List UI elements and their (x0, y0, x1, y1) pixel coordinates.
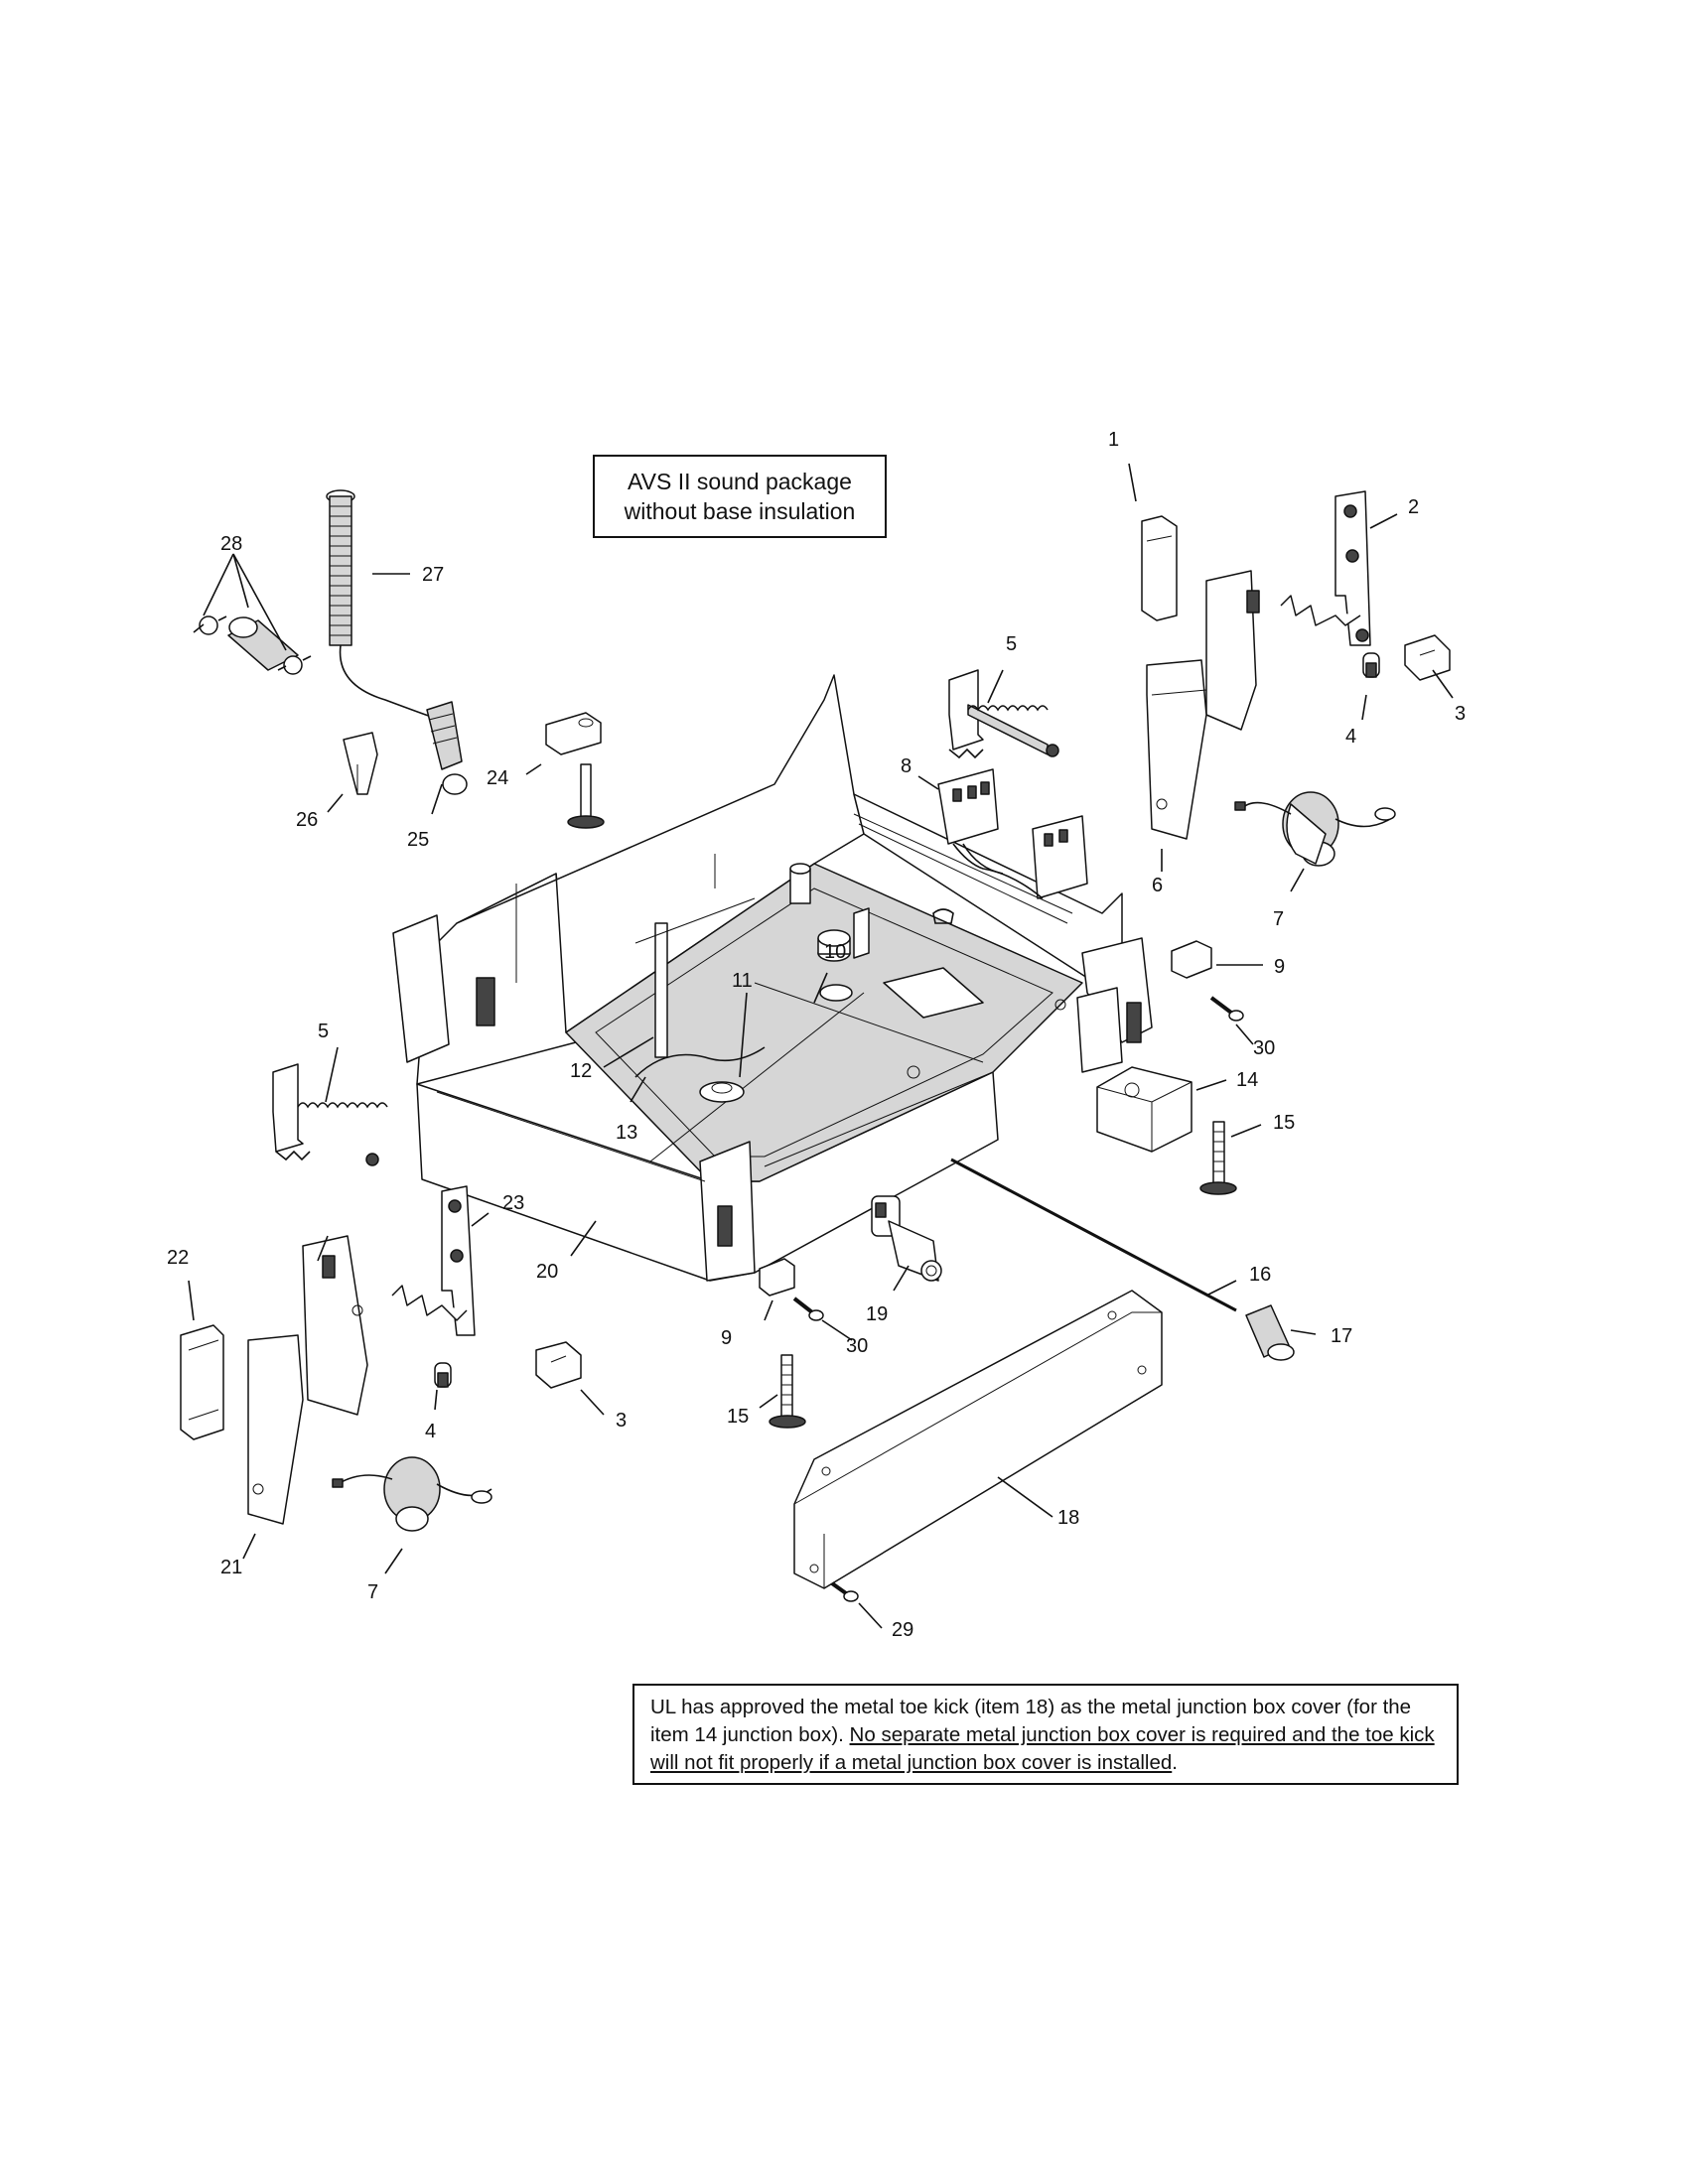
part-24-leveling-foot (545, 712, 605, 829)
part-9-clip-bottom (759, 1258, 795, 1297)
callout-8: 8 (901, 755, 912, 777)
part-7-switch-top (1234, 791, 1396, 867)
callout-28: 28 (220, 533, 242, 555)
callout-13: 13 (616, 1122, 637, 1144)
callout-12: 12 (570, 1060, 592, 1082)
callout-23: 23 (502, 1192, 524, 1214)
callout-20: 20 (536, 1261, 558, 1283)
sound-package-note: AVS II sound package without base insula… (593, 455, 887, 538)
callout-5-left: 5 (318, 1021, 329, 1042)
part-30-screw-bottom (792, 1297, 824, 1321)
part-26-hose-connector (343, 732, 378, 795)
part-15-leveling-leg-bottom (769, 1354, 806, 1429)
ul-approval-note: UL has approved the metal toe kick (item… (632, 1684, 1459, 1785)
part-23-hinge-bracket (391, 1185, 476, 1336)
callout-19: 19 (866, 1303, 888, 1325)
callout-25: 25 (407, 829, 429, 851)
callout-24: 24 (487, 767, 508, 789)
callout-30-top: 30 (1253, 1037, 1275, 1059)
note-line-2: without base insulation (624, 498, 856, 524)
part-1-bracket (1141, 515, 1178, 621)
callout-29: 29 (892, 1619, 913, 1641)
callout-7-bottom: 7 (367, 1581, 378, 1603)
part-29-screw (830, 1581, 859, 1602)
callout-27: 27 (422, 564, 444, 586)
callout-4-left: 4 (425, 1421, 436, 1442)
callout-3-left: 3 (616, 1410, 627, 1432)
part-2-hinge-bracket (1280, 490, 1371, 646)
part-5-spring-left (272, 1063, 388, 1166)
callout-15-bottom: 15 (727, 1406, 749, 1428)
callout-9-top: 9 (1274, 956, 1285, 978)
part-14-junction-box (1096, 1066, 1193, 1153)
callout-3-top: 3 (1455, 703, 1466, 725)
callout-leader-lines (188, 463, 1454, 1629)
ul-note-text: UL has approved the metal toe kick (item… (650, 1696, 1412, 1746)
part-22-side-panel (180, 1324, 224, 1440)
callout-4-top: 4 (1345, 726, 1356, 748)
callout-10: 10 (824, 941, 846, 963)
callout-17: 17 (1331, 1325, 1352, 1347)
part-7-switch-bottom (332, 1456, 492, 1532)
part-4-clip-left (434, 1362, 452, 1388)
callout-2: 2 (1408, 496, 1419, 518)
callout-9-bottom: 9 (721, 1327, 732, 1349)
part-5-spring-top (948, 669, 1059, 759)
callout-labels: 1 2 3 4 5 8 6 7 9 30 10 11 12 13 14 15 1… (167, 429, 1466, 1641)
ul-note-end: . (1172, 1751, 1178, 1774)
dishwasher-base-part (392, 674, 1153, 1282)
part-8-wire-connectors (937, 768, 1088, 899)
callout-1: 1 (1108, 429, 1119, 451)
callout-15-right: 15 (1273, 1112, 1295, 1134)
callout-16: 16 (1249, 1264, 1271, 1286)
part-3-block-top (1404, 634, 1451, 681)
part-6-door-latch-bracket (1146, 570, 1260, 840)
callout-22: 22 (167, 1247, 189, 1269)
part-27-drain-hose (326, 489, 468, 795)
callout-11: 11 (732, 970, 753, 992)
callout-7-top: 7 (1273, 908, 1284, 930)
part-15-leveling-leg-right (1199, 1121, 1237, 1195)
ul-note-underlined-text: No separate metal junction box cover is … (650, 1723, 1435, 1774)
callout-5-top: 5 (1006, 633, 1017, 655)
callout-14: 14 (1236, 1069, 1258, 1091)
callout-18: 18 (1057, 1507, 1079, 1529)
note-line-1: AVS II sound package (628, 469, 852, 494)
part-17-knob (1245, 1304, 1295, 1361)
callout-30-bottom: 30 (846, 1335, 868, 1357)
callout-21: 21 (220, 1557, 242, 1578)
part-16-rod (950, 1158, 1237, 1312)
callout-26: 26 (296, 809, 318, 831)
callout-6: 6 (1152, 875, 1163, 896)
part-28-hose-coupling (193, 615, 312, 675)
part-4-clip-top (1362, 652, 1380, 678)
part-19-water-valve (871, 1195, 942, 1282)
part-3-block-left (535, 1341, 582, 1389)
part-9-clip-top (1171, 940, 1212, 979)
part-30-screw-top (1209, 996, 1244, 1022)
part-21-latch-bracket (247, 1235, 368, 1525)
part-18-toe-kick (793, 1290, 1163, 1589)
